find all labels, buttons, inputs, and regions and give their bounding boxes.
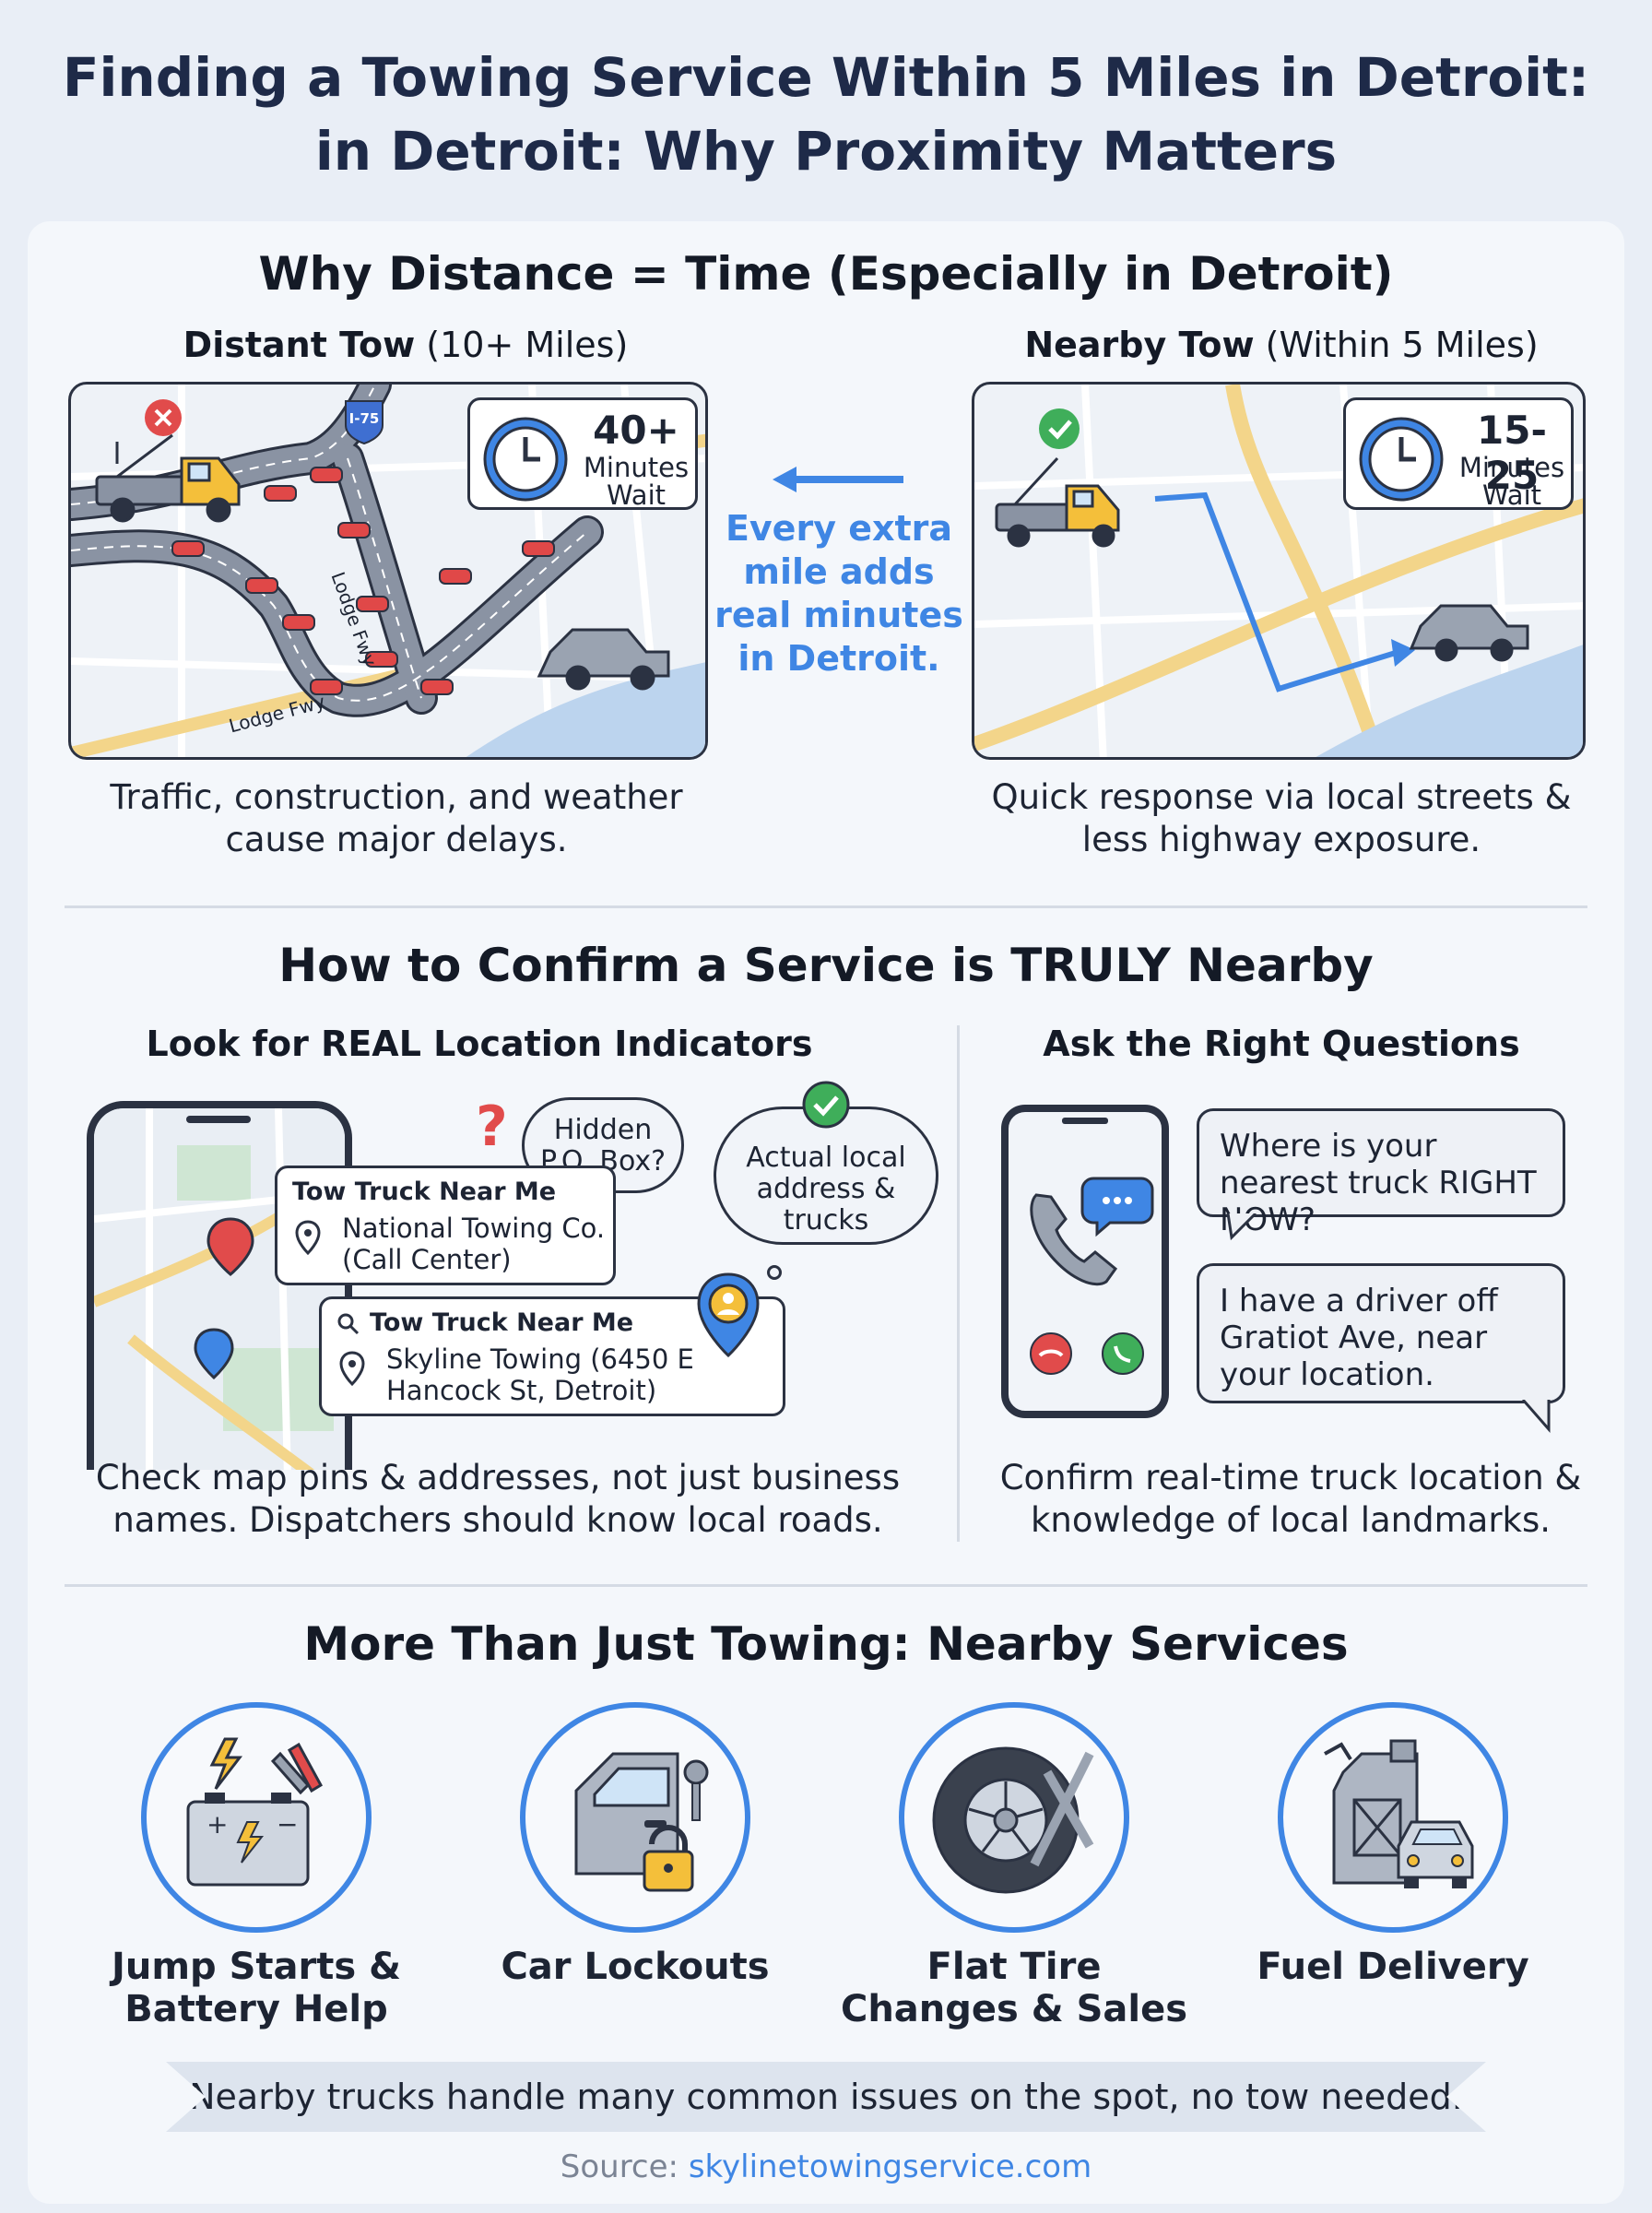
speech-tail xyxy=(1521,1400,1551,1433)
service-label: Fuel Delivery xyxy=(1257,1946,1529,1988)
nearby-tow-label-bold: Nearby Tow xyxy=(1024,325,1255,365)
tire-icon xyxy=(932,1746,1094,1894)
user-location-pin-icon xyxy=(697,1272,760,1358)
phone-map xyxy=(87,1101,352,1470)
red-map-pin-icon xyxy=(206,1217,254,1276)
source-link[interactable]: skylinetowingservice.com xyxy=(688,2148,1092,2185)
fuel-can-icon xyxy=(1324,1739,1474,1888)
location-pin-icon xyxy=(339,1351,365,1387)
location-caption: Check map pins & addresses, not just bus… xyxy=(95,1458,901,1540)
nearby-tow-map: 15-25 Minutes Wait xyxy=(972,382,1586,760)
battery-icon: + − xyxy=(186,1737,324,1887)
actual-address-bubble: Actual local address & trucks xyxy=(714,1106,938,1245)
svg-text:−: − xyxy=(277,1809,298,1840)
nearby-caption: Quick response via local streets & less … xyxy=(991,777,1572,859)
nearby-wait-number: 15-25 xyxy=(1477,408,1547,498)
phone-call xyxy=(1001,1105,1169,1418)
location-indicators-heading: Look for REAL Location Indicators xyxy=(146,1024,813,1064)
phone-handset-icon xyxy=(1030,1193,1118,1286)
section-divider xyxy=(65,905,1587,908)
interstate-shield: I-75 xyxy=(348,410,380,427)
svg-text:+: + xyxy=(206,1809,228,1840)
clock-icon xyxy=(1359,417,1444,502)
source-line: Source: skylinetowingservice.com xyxy=(0,2148,1652,2185)
service-lockout xyxy=(520,1702,750,1933)
distant-caption: Traffic, construction, and weather cause… xyxy=(110,777,683,859)
nearby-wait-unit: Minutes Wait xyxy=(1452,454,1572,509)
nearby-tow-label: Nearby Tow (Within 5 Miles) xyxy=(959,325,1604,365)
chat-bubble-icon xyxy=(1080,1177,1154,1237)
services-banner: Nearby trucks handle many common issues … xyxy=(166,2062,1486,2132)
nearby-wait-word: Wait xyxy=(1481,479,1542,511)
answer-speech-bubble: I have a driver off Gratiot Ave, near yo… xyxy=(1197,1263,1565,1403)
distance-note: Every extra mile adds real minutes in De… xyxy=(714,508,963,679)
distant-wait-number: 40+ xyxy=(593,408,679,453)
listing-label: Tow Truck Near Me xyxy=(370,1308,634,1337)
service-flat-tire xyxy=(899,1702,1129,1933)
location-pin-icon xyxy=(295,1220,321,1256)
section1-heading: Why Distance = Time (Especially in Detro… xyxy=(258,247,1394,301)
section2-heading: How to Confirm a Service is TRULY Nearby xyxy=(278,939,1374,992)
car-door-lock-icon xyxy=(574,1752,709,1892)
check-icon xyxy=(1039,408,1080,449)
thought-dot xyxy=(767,1265,782,1280)
service-label: Jump Starts & Battery Help xyxy=(112,1946,401,2030)
search-icon xyxy=(337,1313,360,1335)
distant-wait-word: Wait xyxy=(606,479,667,511)
nearby-tow-label-rest: (Within 5 Miles) xyxy=(1265,325,1539,365)
decline-call-icon xyxy=(1030,1332,1072,1375)
section3-heading: More Than Just Towing: Nearby Services xyxy=(303,1617,1349,1671)
section-divider xyxy=(65,1584,1587,1587)
service-jump-start: + − xyxy=(141,1702,372,1933)
left-arrow-icon xyxy=(773,467,903,492)
service-label: Car Lockouts xyxy=(501,1946,770,1988)
svg-text:?: ? xyxy=(476,1095,508,1158)
title-line-1: Finding a Towing Service Within 5 Miles … xyxy=(62,46,1590,109)
page-title: Finding a Towing Service Within 5 Miles … xyxy=(0,41,1652,188)
speech-tail xyxy=(1226,1213,1257,1241)
source-prefix: Source: xyxy=(560,2148,678,2185)
question-speech-bubble: Where is your nearest truck RIGHT NOW? xyxy=(1197,1108,1565,1238)
column-divider xyxy=(957,1025,960,1542)
listing-label: Tow Truck Near Me xyxy=(292,1178,557,1206)
questions-caption: Confirm real-time truck location & knowl… xyxy=(999,1458,1582,1540)
nearby-wait-box: 15-25 Minutes Wait xyxy=(1343,397,1574,510)
blue-map-pin-icon xyxy=(194,1328,234,1380)
distant-wait-box: 40+ Minutes Wait xyxy=(467,397,698,510)
question-mark-icon: ? xyxy=(476,1095,508,1158)
distant-wait-minutes: Minutes xyxy=(583,452,690,483)
title-line-2: in Detroit: Why Proximity Matters xyxy=(314,120,1338,183)
right-questions-heading: Ask the Right Questions xyxy=(1043,1024,1520,1064)
check-icon xyxy=(802,1081,850,1129)
skyline-listing: Tow Truck Near Me Skyline Towing (6450 E… xyxy=(319,1296,785,1416)
accept-call-icon xyxy=(1102,1332,1144,1375)
distant-tow-label-rest: (10+ Miles) xyxy=(426,325,629,365)
listing-text: National Towing Co. (Call Center) xyxy=(342,1213,606,1275)
listing-text: Skyline Towing (6450 E Hancock St, Detro… xyxy=(386,1343,694,1406)
service-fuel-delivery xyxy=(1278,1702,1508,1933)
distant-tow-label: Distant Tow (10+ Miles) xyxy=(74,325,738,365)
distant-tow-label-bold: Distant Tow xyxy=(183,325,416,365)
distant-wait-unit: Minutes Wait xyxy=(576,454,696,509)
nearby-wait-minutes: Minutes xyxy=(1458,452,1565,483)
clock-icon xyxy=(483,417,568,502)
call-center-listing: Tow Truck Near Me National Towing Co. (C… xyxy=(275,1166,616,1285)
service-label: Flat Tire Changes & Sales xyxy=(840,1946,1188,2030)
distant-tow-map: I-75 Lodge Fwy Lodge Fwy 40+ Minutes Wai… xyxy=(68,382,708,760)
